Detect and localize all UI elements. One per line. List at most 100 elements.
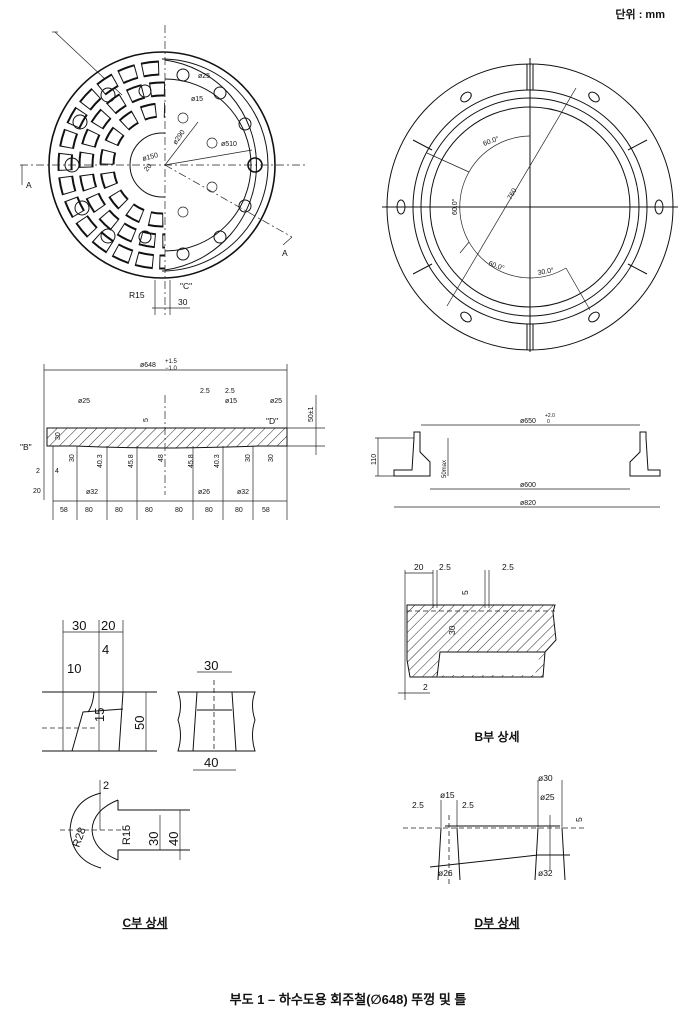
detail-c-callout: "C" [180,281,192,291]
figure-title: 부도 1 – 하수도용 회주철(∅648) 뚜껑 및 틀 [230,992,467,1007]
dim-r28: R28 [71,826,89,849]
dim-4: 4 [102,642,109,657]
dim-5: 5 [143,418,150,422]
thickness-label: 30 [55,432,62,440]
dim-gap: 2.5 [462,800,474,810]
thickness-label: 45.8 [128,454,135,468]
detail-b: 20 2.5 2.5 5 30 2 B부 상세 [398,562,557,744]
thickness-label: 30 [245,454,252,462]
dim-gap: 2.5 [412,800,424,810]
dim-20: 20 [101,618,115,633]
dim-20: 20 [143,163,153,174]
unit-label: 단위 : mm [615,7,665,21]
dim-20: 20 [33,488,41,495]
frame-profile-left [393,431,431,477]
dim-d25: ø25 [270,398,282,405]
dim-290: ø290 [172,129,187,146]
dim-d26: ø26 [198,489,210,496]
frame-profile-right [629,431,661,477]
dim-2: 2 [423,682,428,692]
dim-top-30: 30 [204,658,218,673]
dim-d25: ø25 [540,792,555,802]
dim-d32: ø32 [237,489,249,496]
spacing-label: 80 [205,507,213,514]
dim-510: ø510 [221,141,237,148]
dim-d600: ø600 [520,482,536,489]
detail-c-caption: C부 상세 [122,915,167,930]
spacing-label: 80 [115,507,123,514]
dim-r15: R15 [129,290,145,300]
dim-150: ø150 [142,152,159,163]
angle-label: 60.0° [487,259,505,272]
dim-d26: ø26 [438,868,453,878]
dim-760: 760 [507,187,519,201]
dim-d650: ø650 [520,418,536,425]
dim-gap: 2.5 [225,388,235,395]
detail-d: ø15 2.5 2.5 ø30 ø25 5 ø26 ø32 D부 상세 [403,773,585,930]
bolt-holes [176,68,263,261]
dim-d15: ø15 [440,790,455,800]
dim-d30: ø30 [538,773,553,783]
spacing-label: 58 [60,507,68,514]
dim-30: 30 [178,297,188,307]
thickness-label: 40.3 [214,454,221,468]
thickness-label: 30 [268,454,275,462]
tolerance-plus: +2.0 [545,413,555,419]
dim-2: 2 [103,780,109,792]
angle-label: 60.0° [451,198,459,215]
dim-2-5: 2.5 [439,562,451,572]
cover-plan-view: A A ø25 ø15 ø290 ø510 ø150 20 "C" R15 30 [20,25,305,315]
tolerance-plus: +1.5 [165,359,178,365]
spacing-labels: 58 80 80 80 80 80 80 58 [60,507,270,514]
detail-b-callout: "B" [20,442,32,452]
tolerance-minus: 0 [547,419,550,425]
cover-section-view: ø648 +1.5 −1.0 50±1 "B" "D" ø25 ø25 ø15 … [20,359,325,520]
dim-50max: 50max [442,460,448,478]
dim-10: 10 [67,661,81,676]
thickness-label: 45.8 [188,454,195,468]
detail-d-caption: D부 상세 [474,915,519,930]
dim-2-5: 2.5 [502,562,514,572]
dim-2: 2 [36,468,40,475]
dim-20: 20 [414,562,424,572]
frame-section-view: ø650 +2.0 0 110 50max ø600 ø820 [371,413,661,508]
dim-5: 5 [574,817,584,822]
dim-gap: 2.5 [200,388,210,395]
dim-height: 50±1 [308,406,315,422]
thickness-labels: 30 30 40.3 45.8 48 45.8 40.3 30 30 [55,432,275,468]
dim-slot-30: 30 [146,832,161,846]
thickness-label: 40.3 [97,454,104,468]
dim-110: 110 [371,454,378,465]
spacing-label: 80 [235,507,243,514]
dim-30: 30 [447,625,457,635]
dim-d25: ø25 [78,398,90,405]
dim-d32: ø32 [86,489,98,496]
thickness-label: 48 [158,454,165,462]
detail-c: 30 20 4 10 15 50 30 40 2 R28 R15 30 40 C… [42,618,256,930]
dim-r15: R15 [121,825,133,845]
frame-plan-view: 60.0° 60.0° 60.0° 30.0° 760 [382,58,678,352]
dim-d820: ø820 [520,500,536,507]
dim-line-760 [446,87,577,307]
dim-50: 50 [132,716,147,730]
dim-bolt-diameter: ø25 [198,73,210,80]
dim-30: 30 [72,618,86,633]
detail-b-caption: B부 상세 [474,729,519,744]
dim-bottom-40: 40 [204,755,218,770]
cover-cross-section [46,427,288,449]
thickness-label: 30 [69,454,76,462]
dim-5: 5 [460,590,470,595]
section-mark-a-right: A [282,248,288,258]
angle-label: 30.0° [537,266,555,277]
angle-label: 60.0° [482,135,500,148]
frame-ribs [412,64,648,350]
section-mark-a-left: A [26,180,32,190]
dim-slot-40: 40 [166,832,181,846]
spacing-label: 58 [262,507,270,514]
dim-4: 4 [55,468,59,475]
spacing-label: 80 [175,507,183,514]
dim-pin-diameter: ø15 [191,96,203,103]
spacing-label: 80 [85,507,93,514]
frame-bolt-slots [396,91,664,323]
